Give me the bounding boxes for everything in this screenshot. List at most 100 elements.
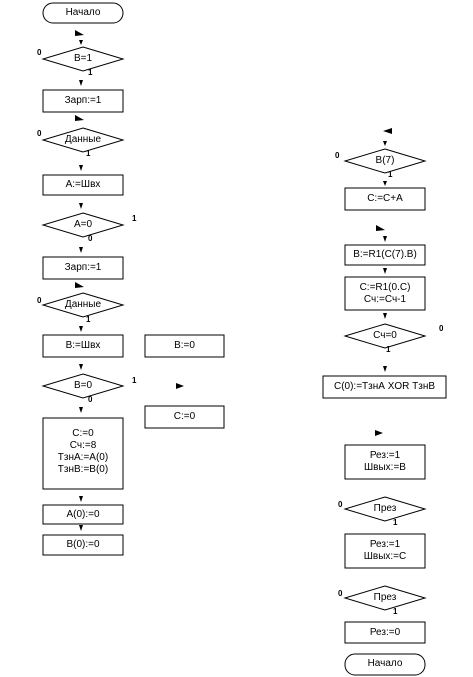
decision-b0-label: B=0 [73, 380, 93, 391]
process-b0-label: B:=0 [174, 340, 195, 351]
flag-one: 1 [132, 214, 137, 223]
arrowhead [79, 40, 83, 45]
process-zarp1-label: Зарп:=1 [64, 95, 102, 106]
process-rez0-label: Рез:=0 [369, 627, 401, 638]
rez-c-line: Швых:=C [363, 551, 407, 562]
process-c-ca [344, 187, 426, 211]
flag-zero: 0 [37, 129, 42, 138]
decision-data1 [41, 127, 125, 153]
init-line: ТзнА:=A(0) [57, 452, 109, 463]
process-rez-b [344, 444, 426, 480]
arrowhead [383, 366, 387, 372]
init-line: Сч:=8 [69, 440, 97, 451]
flag-zero: 0 [37, 296, 42, 305]
process-a-shv-label: A:=Швх [65, 179, 101, 190]
arrowhead [383, 313, 387, 319]
process-zarp1 [42, 89, 124, 113]
process-b-shv [42, 334, 124, 358]
rez-c-line: Рез:=1 [369, 539, 401, 550]
end-terminal [344, 653, 426, 676]
arrowhead [383, 141, 387, 146]
flag-one: 1 [388, 170, 393, 179]
process-c0-xor-label: C(0):=ТзнА XOR ТзнВ [333, 381, 436, 392]
decision-prez1-label: През [373, 503, 397, 514]
process-b0 [144, 334, 225, 358]
arrowhead [383, 236, 387, 242]
arrowhead [79, 203, 83, 209]
decision-sch0-label: Сч=0 [373, 330, 397, 341]
arrowhead [383, 268, 387, 274]
process-zarp2-label: Зарп:=1 [64, 262, 102, 273]
process-c-r1-label: C:=R1(0.C) Сч:=Сч-1 [345, 282, 425, 306]
decision-b1-label: B=1 [73, 53, 93, 64]
process-rez-c-label: Рез:=1 Швых:=C [345, 539, 425, 563]
start-terminal [42, 2, 124, 24]
arrowhead [79, 407, 83, 413]
arrowhead [383, 181, 387, 186]
flag-zero: 0 [338, 500, 343, 509]
decision-a0-label: A=0 [73, 219, 93, 230]
rez-b-line: Швых:=B [364, 462, 406, 473]
decision-b7-label: B(7) [375, 155, 395, 166]
init-line: C:=0 [72, 428, 94, 439]
decision-data2-label: Данные [64, 299, 102, 310]
process-c0-xor [322, 375, 447, 399]
decision-prez2-label: През [373, 592, 397, 603]
process-a0-0-label: A(0):=0 [66, 509, 100, 520]
flag-zero: 0 [88, 234, 93, 243]
arrowhead [79, 326, 83, 332]
flag-one: 1 [393, 607, 398, 616]
start-label: Начало [65, 7, 101, 18]
flag-one: 1 [86, 149, 91, 158]
process-rez-b-label: Рез:=1 Швых:=B [345, 450, 425, 474]
flag-one: 1 [132, 376, 137, 385]
process-c0 [144, 405, 225, 429]
connector-arrow [75, 30, 84, 36]
process-a0-0 [42, 504, 124, 525]
connector-arrow [375, 430, 383, 436]
decision-b1 [41, 46, 125, 72]
connector-arrow [75, 282, 84, 288]
decision-data1-label: Данные [64, 134, 102, 145]
process-b0-0-label: B(0):=0 [66, 539, 100, 550]
connector-arrow [176, 383, 184, 389]
decision-data2 [41, 292, 125, 318]
arrowhead [79, 247, 83, 253]
process-rez0 [344, 621, 426, 644]
flag-zero: 0 [338, 589, 343, 598]
arrowhead [79, 496, 83, 502]
decision-prez1 [343, 496, 427, 522]
arrowhead [79, 525, 83, 531]
flag-zero: 0 [335, 151, 340, 160]
flag-one: 1 [86, 315, 91, 324]
process-rez-c [344, 533, 426, 569]
process-c-ca-label: C:=C+A [367, 193, 403, 204]
connector-arrow [75, 115, 84, 121]
flag-zero: 0 [88, 395, 93, 404]
c-r1-line: Сч:=Сч-1 [363, 294, 407, 305]
process-a-shv [42, 174, 124, 196]
process-b0-0 [42, 534, 124, 556]
flag-zero: 0 [37, 48, 42, 57]
c-r1-line: C:=R1(0.C) [359, 282, 411, 293]
rez-b-line: Рез:=1 [369, 450, 401, 461]
flag-one: 1 [386, 345, 391, 354]
process-b-shv-label: B:=Швх [65, 340, 101, 351]
process-init [42, 417, 124, 490]
flag-one: 1 [393, 518, 398, 527]
arrowhead [79, 80, 83, 86]
process-c-r1 [344, 276, 426, 311]
init-line: ТзнВ:=B(0) [57, 464, 109, 475]
process-c0-label: C:=0 [173, 411, 196, 422]
process-b-r1 [344, 244, 426, 266]
connector-arrow [383, 128, 392, 134]
process-init-label: C:=0 Сч:=8 ТзнА:=A(0) ТзнВ:=B(0) [43, 428, 123, 476]
process-b-r1-label: B:=R1(C(7).B) [353, 249, 417, 260]
decision-a0 [41, 212, 125, 238]
decision-prez2 [343, 585, 427, 611]
decision-b7 [343, 148, 427, 174]
process-zarp2 [42, 256, 124, 280]
end-label: Начало [367, 658, 403, 669]
